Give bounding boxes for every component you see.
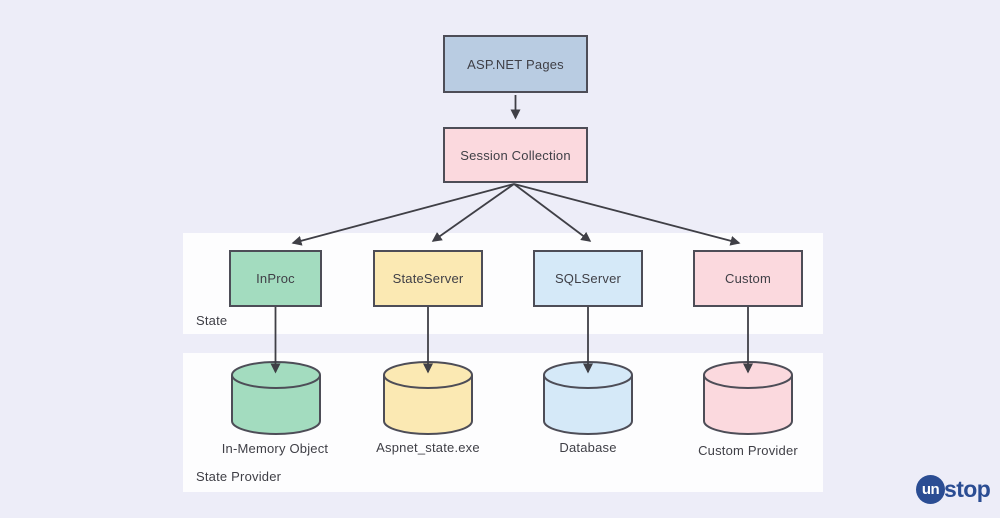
- store-label-in-memory-object: In-Memory Object: [221, 441, 329, 456]
- state-provider-band-label: State Provider: [196, 469, 282, 484]
- unstop-logo-circle-icon: un: [916, 475, 945, 504]
- state-band-label: State: [196, 313, 228, 328]
- node-stateserver: StateServer: [373, 250, 483, 307]
- node-custom: Custom: [693, 250, 803, 307]
- node-inproc: InProc: [229, 250, 322, 307]
- node-session-collection: Session Collection: [443, 127, 588, 183]
- store-label-aspnet-state-exe: Aspnet_state.exe: [376, 440, 480, 455]
- store-label-database: Database: [559, 440, 617, 455]
- node-sqlserver: SQLServer: [533, 250, 643, 307]
- node-aspnet-pages: ASP.NET Pages: [443, 35, 588, 93]
- unstop-logo: un stop: [916, 475, 991, 504]
- unstop-logo-text: stop: [944, 476, 991, 502]
- store-label-custom-provider: Custom Provider: [698, 443, 798, 458]
